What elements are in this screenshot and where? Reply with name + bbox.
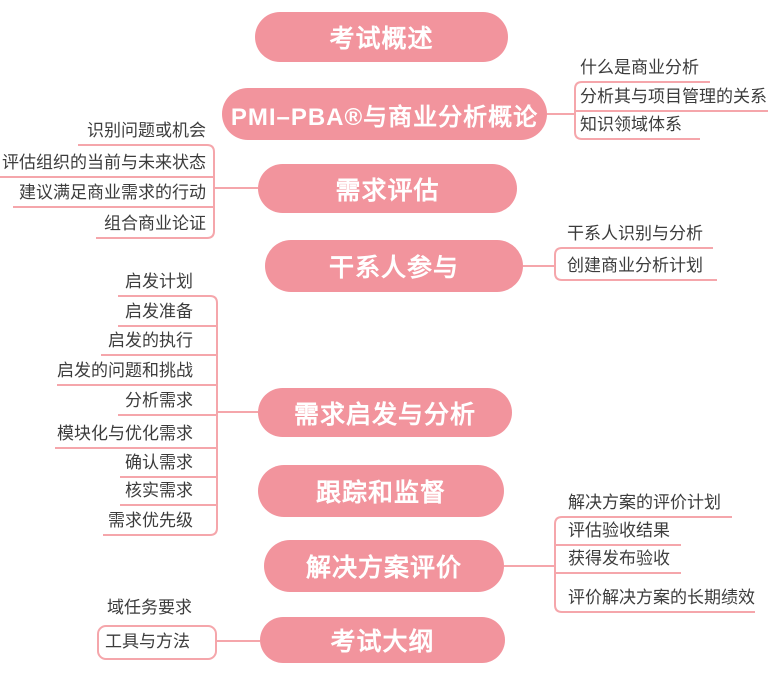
subtopic-elicitation-prep[interactable]: 启发准备	[125, 302, 193, 321]
subtopic-tools-methods[interactable]: 工具与方法	[105, 632, 190, 651]
subtopic-evaluation-plan[interactable]: 解决方案的评价计划	[568, 493, 721, 512]
subtopic-recommend-action[interactable]: 建议满足商业需求的行动	[19, 183, 206, 202]
topic-pmi-pba-intro[interactable]: PMI–PBA®与商业分析概论	[222, 88, 547, 140]
subtopic-elicitation-issues[interactable]: 启发的问题和挑战	[57, 361, 193, 380]
subtopic-elicitation-execution[interactable]: 启发的执行	[108, 331, 193, 350]
topic-tracking-monitoring[interactable]: 跟踪和监督	[258, 465, 504, 517]
subtopic-acceptance-results[interactable]: 评估验收结果	[568, 521, 670, 540]
topic-solution-evaluation[interactable]: 解决方案评价	[264, 540, 504, 592]
topic-exam-overview[interactable]: 考试概述	[255, 12, 508, 62]
subtopic-assess-state[interactable]: 评估组织的当前与未来状态	[2, 153, 206, 172]
subtopic-release-acceptance[interactable]: 获得发布验收	[568, 549, 670, 568]
subtopic-knowledge-domains[interactable]: 知识领域体系	[580, 115, 682, 134]
subtopic-confirm-requirements[interactable]: 确认需求	[125, 453, 193, 472]
subtopic-longterm-performance[interactable]: 评价解决方案的长期绩效	[568, 588, 755, 607]
subtopic-what-is-ba[interactable]: 什么是商业分析	[580, 58, 699, 77]
subtopic-prioritize-requirements[interactable]: 需求优先级	[108, 511, 193, 530]
bracket-solution-eval	[554, 516, 755, 613]
bracket-stakeholder	[554, 247, 717, 281]
topic-elicitation-analysis[interactable]: 需求启发与分析	[258, 388, 512, 437]
topic-exam-outline[interactable]: 考试大纲	[260, 617, 505, 663]
subtopic-analyze-requirements[interactable]: 分析需求	[125, 391, 193, 410]
subtopic-ba-plan[interactable]: 创建商业分析计划	[567, 256, 703, 275]
subtopic-identify-problem[interactable]: 识别问题或机会	[87, 121, 206, 140]
subtopic-domain-tasks[interactable]: 域任务要求	[107, 598, 192, 617]
topic-needs-assessment[interactable]: 需求评估	[258, 164, 517, 213]
subtopic-model-refine[interactable]: 模块化与优化需求	[57, 424, 193, 443]
topic-stakeholder-engagement[interactable]: 干系人参与	[265, 240, 523, 292]
subtopic-stakeholder-analysis[interactable]: 干系人识别与分析	[567, 224, 703, 243]
subtopic-elicitation-plan[interactable]: 启发计划	[125, 272, 193, 291]
subtopic-verify-requirements[interactable]: 核实需求	[125, 481, 193, 500]
bracket-needs-assessment	[78, 144, 215, 239]
subtopic-ba-vs-pm[interactable]: 分析其与项目管理的关系	[580, 87, 767, 106]
subtopic-business-case[interactable]: 组合商业论证	[104, 214, 206, 233]
box-exam-outline	[97, 625, 217, 660]
